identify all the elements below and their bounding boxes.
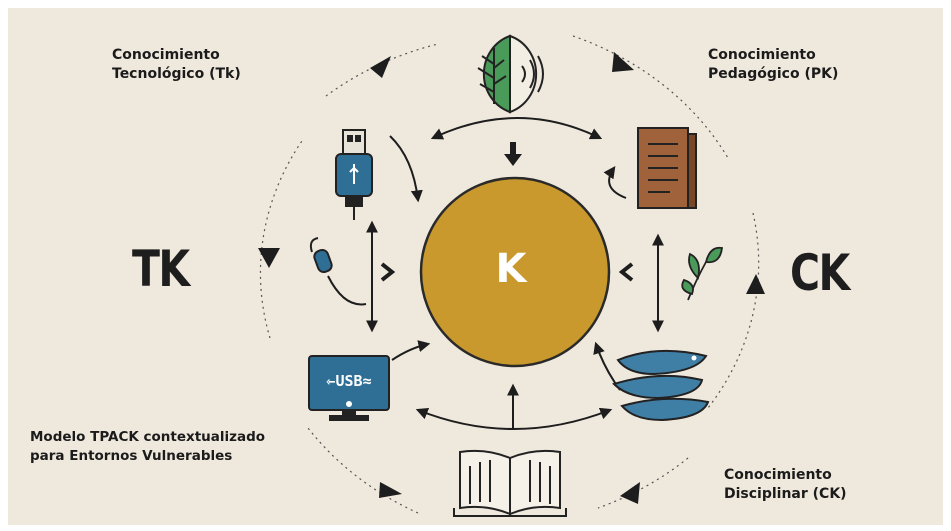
arc-arrow-bottom <box>415 407 613 430</box>
arc-arrow-top <box>430 117 603 140</box>
ck-title: Conocimiento Disciplinar (CK) <box>724 466 847 504</box>
model-caption: Modelo TPACK contextualizado para Entorn… <box>30 428 265 466</box>
model-caption-line1: Modelo TPACK contextualizado <box>30 429 266 445</box>
tk-big-label: TK <box>132 240 190 298</box>
inner-arrows <box>327 117 664 430</box>
pk-title-line2: Pedagógico (PK) <box>708 66 839 82</box>
diagram-graphics <box>258 34 765 517</box>
sprout-icon <box>681 246 724 301</box>
short-pointer-arrows <box>380 142 634 282</box>
arrowhead-right <box>746 274 765 294</box>
usb-plug-icon <box>335 129 373 220</box>
curve-arrow-mouse <box>327 275 367 306</box>
model-caption-line2: para Entornos Vulnerables <box>30 448 233 464</box>
curve-arrow-monitor <box>391 340 431 361</box>
tk-title-line2: Tecnológico (Tk) <box>112 66 241 82</box>
arrowhead-top-left <box>370 56 391 78</box>
usb-monitor-label: ⇽USB≈ <box>326 372 372 390</box>
ck-big-label: CK <box>790 244 850 302</box>
ck-title-line1: Conocimiento <box>724 467 832 483</box>
document-icon <box>637 127 697 209</box>
chevron-right-left <box>380 262 396 282</box>
pk-title: Conocimiento Pedagógico (PK) <box>708 46 838 84</box>
diagram-canvas: ⇽USB≈ Conocimiento Tecnológico (Tk) Cono… <box>8 8 943 525</box>
tk-title: Conocimiento Tecnológico (Tk) <box>112 46 241 84</box>
down-arrow-top <box>504 142 522 166</box>
curve-arrow-usb <box>389 135 423 203</box>
pk-title-line1: Conocimiento <box>708 47 816 63</box>
chevron-left-right <box>618 262 634 282</box>
arrowhead-bottom-right <box>620 482 640 504</box>
arrowhead-top-right <box>612 52 634 72</box>
arrowhead-bottom-left <box>379 482 402 498</box>
water-waves-icon <box>612 349 710 422</box>
usb-monitor-icon <box>308 355 390 421</box>
open-book-icon <box>453 449 567 517</box>
arrowhead-left <box>258 248 280 268</box>
ck-title-line2: Disciplinar (CK) <box>724 486 847 502</box>
tk-title-line1: Conocimiento <box>112 47 220 63</box>
leaf-sound-icon <box>477 34 544 114</box>
curve-arrow-document <box>603 166 627 199</box>
outer-cycle-arrowheads <box>258 52 765 504</box>
center-k-label: K <box>495 246 527 292</box>
center-knowledge-circle <box>419 176 611 368</box>
mouse-icon <box>309 237 333 274</box>
